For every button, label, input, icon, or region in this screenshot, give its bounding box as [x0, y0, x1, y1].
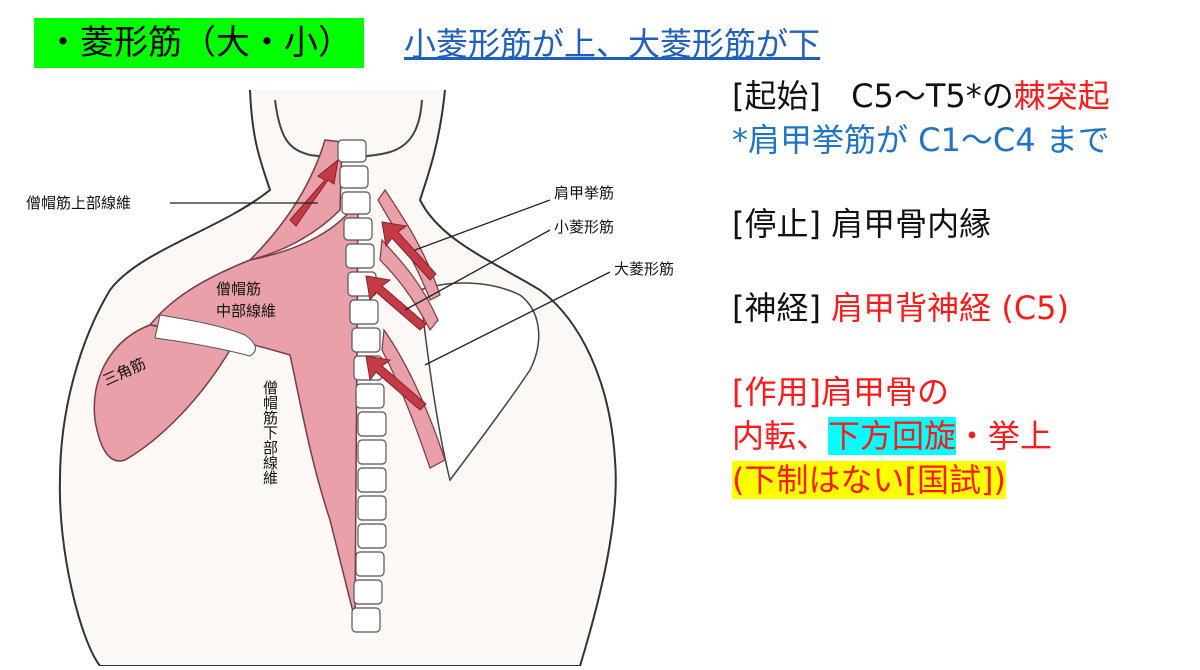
action-highlight: 下方回旋 — [828, 417, 957, 455]
insertion-line: [停止] 肩甲骨内縁 — [732, 202, 1192, 246]
label-upper-trapezius: 僧帽筋上部線維 — [26, 194, 131, 212]
spacer — [732, 330, 1192, 370]
anatomy-figure: 僧帽筋上部線維 僧帽筋 中部線維 三角筋 肩甲挙筋 小菱形筋 大菱形筋 僧帽筋下… — [20, 80, 720, 667]
arrow-rhomboid-major — [365, 355, 427, 411]
label-lower-trapezius: 僧帽筋下部線維 — [261, 380, 279, 485]
direction-arrows — [289, 158, 437, 411]
exam-note: (下制はない[国試]) — [732, 461, 1006, 499]
nerve-line: [神経] 肩甲背神経 (C5) — [732, 286, 1192, 330]
right-scapula — [419, 282, 540, 482]
action-line-3: (下制はない[国試]) — [732, 458, 1192, 502]
page-title: ・菱形筋（大・小） — [34, 18, 364, 68]
subtitle-link[interactable]: 小菱形筋が上、大菱形筋が下 — [404, 25, 821, 63]
nerve-value: 肩甲背神経 (C5) — [831, 289, 1070, 327]
action-line-2-b: ・挙上 — [956, 417, 1053, 455]
action-line-1: [作用]肩甲骨の — [732, 373, 949, 411]
vertebral-column — [337, 139, 387, 633]
arrow-rhomboid-mid — [365, 275, 427, 331]
action-line-2-a: 内転、 — [732, 417, 829, 455]
origin-note: *肩甲挙筋が C1〜C4 まで — [732, 121, 1110, 159]
scapula-spine — [154, 314, 256, 357]
label-rhomboid-minor: 小菱形筋 — [554, 218, 614, 236]
origin-line: [起始] C5〜T5*の棘突起 — [732, 74, 1192, 118]
action-line-2: 内転、下方回旋・挙上 — [732, 414, 1192, 458]
origin-label: [起始] — [732, 77, 821, 115]
label-levator-scapulae: 肩甲挙筋 — [554, 184, 614, 202]
insertion-value: 肩甲骨内縁 — [831, 205, 992, 243]
arrow-upper-trapezius — [289, 158, 339, 227]
spacer — [732, 162, 1192, 202]
nerve-label: [神経] — [732, 289, 821, 327]
insertion-label: [停止] — [732, 205, 821, 243]
arrow-rhomboid-minor — [381, 221, 437, 281]
back-muscles-illustration: 僧帽筋上部線維 僧帽筋 中部線維 三角筋 肩甲挙筋 小菱形筋 大菱形筋 僧帽筋下… — [26, 89, 674, 667]
label-rhomboid-major: 大菱形筋 — [614, 260, 674, 278]
origin-value: C5〜T5*の — [851, 77, 1014, 115]
spacer — [732, 246, 1192, 286]
rhomboid-minor-shape — [379, 238, 439, 332]
muscle-info-panel: [起始] C5〜T5*の棘突起 *肩甲挙筋が C1〜C4 まで [停止] 肩甲骨… — [732, 74, 1192, 502]
origin-red: 棘突起 — [1013, 77, 1110, 115]
leader-lines — [170, 199, 611, 366]
label-middle-trapezius-1: 僧帽筋 — [216, 280, 261, 298]
label-middle-trapezius-2: 中部線維 — [216, 302, 276, 320]
